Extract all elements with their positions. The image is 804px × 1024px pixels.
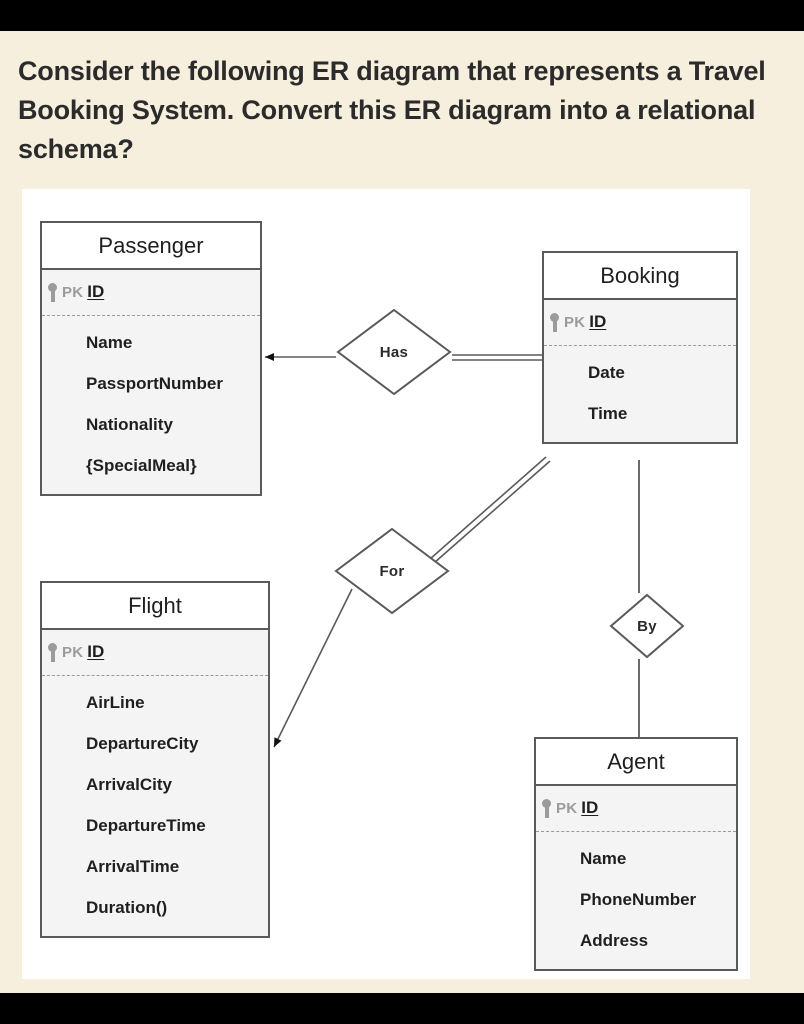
key-icon — [550, 312, 559, 332]
entity-booking-pk-row: PK ID — [544, 300, 736, 346]
attribute: DepartureTime — [86, 816, 206, 835]
pk-field: ID — [87, 642, 105, 661]
key-icon — [48, 642, 57, 662]
relationship-by-label: By — [637, 617, 657, 635]
pk-label: PK — [62, 643, 84, 661]
attribute: DepartureCity — [86, 734, 199, 753]
relationship-for[interactable]: For — [334, 527, 450, 615]
attribute: PhoneNumber — [580, 890, 697, 909]
diamond-shape — [609, 593, 685, 659]
relationship-has[interactable]: Has — [336, 308, 452, 396]
attribute: {SpecialMeal} — [86, 456, 197, 475]
entity-booking[interactable]: Booking PK ID Date Time — [542, 251, 738, 444]
diamond-shape — [334, 527, 450, 615]
diamond-shape — [336, 308, 452, 396]
attribute: Time — [588, 404, 628, 423]
pk-field: ID — [589, 312, 607, 331]
entity-passenger-attributes: Name PassportNumber Nationality {Special… — [42, 316, 260, 494]
pk-label: PK — [564, 313, 586, 331]
entity-passenger-pk-row: PK ID — [42, 270, 260, 316]
pk-field: ID — [87, 282, 105, 301]
entity-flight-title: Flight — [42, 583, 268, 630]
connector-has-booking — [452, 354, 543, 361]
relationship-for-label: For — [379, 562, 405, 580]
attribute: Name — [580, 849, 627, 868]
attribute: ArrivalCity — [86, 775, 172, 794]
entity-passenger[interactable]: Passenger PK ID Name PassportNumber Nati… — [40, 221, 262, 496]
page-title: Consider the following ER diagram that r… — [18, 56, 766, 164]
relationship-by[interactable]: By — [609, 593, 685, 659]
entity-flight[interactable]: Flight PK ID AirLine DepartureCity Arriv… — [40, 581, 270, 938]
entity-booking-title: Booking — [544, 253, 736, 300]
entity-agent-pk-row: PK ID — [536, 786, 736, 832]
entity-agent-attributes: Name PhoneNumber Address — [536, 832, 736, 969]
entity-booking-attributes: Date Time — [544, 346, 736, 442]
attribute: Date — [588, 363, 625, 382]
pk-field: ID — [581, 798, 599, 817]
entity-agent-title: Agent — [536, 739, 736, 786]
entity-agent[interactable]: Agent PK ID Name PhoneNumber Address — [534, 737, 738, 971]
relationship-has-label: Has — [379, 343, 409, 361]
attribute: ArrivalTime — [86, 857, 180, 876]
attribute: Duration() — [86, 898, 168, 917]
attribute: AirLine — [86, 693, 145, 712]
key-icon — [542, 798, 551, 818]
attribute: Nationality — [86, 415, 173, 434]
pk-label: PK — [62, 283, 84, 301]
question-page: Consider the following ER diagram that r… — [0, 31, 804, 993]
entity-flight-attributes: AirLine DepartureCity ArrivalCity Depart… — [42, 676, 268, 936]
attribute: Name — [86, 333, 133, 352]
attribute: Address — [580, 931, 649, 950]
er-diagram-canvas: Passenger PK ID Name PassportNumber Nati… — [22, 189, 750, 979]
pk-label: PK — [556, 799, 578, 817]
key-icon — [48, 282, 57, 302]
entity-passenger-title: Passenger — [42, 223, 260, 270]
attribute: PassportNumber — [86, 374, 223, 393]
entity-flight-pk-row: PK ID — [42, 630, 268, 676]
